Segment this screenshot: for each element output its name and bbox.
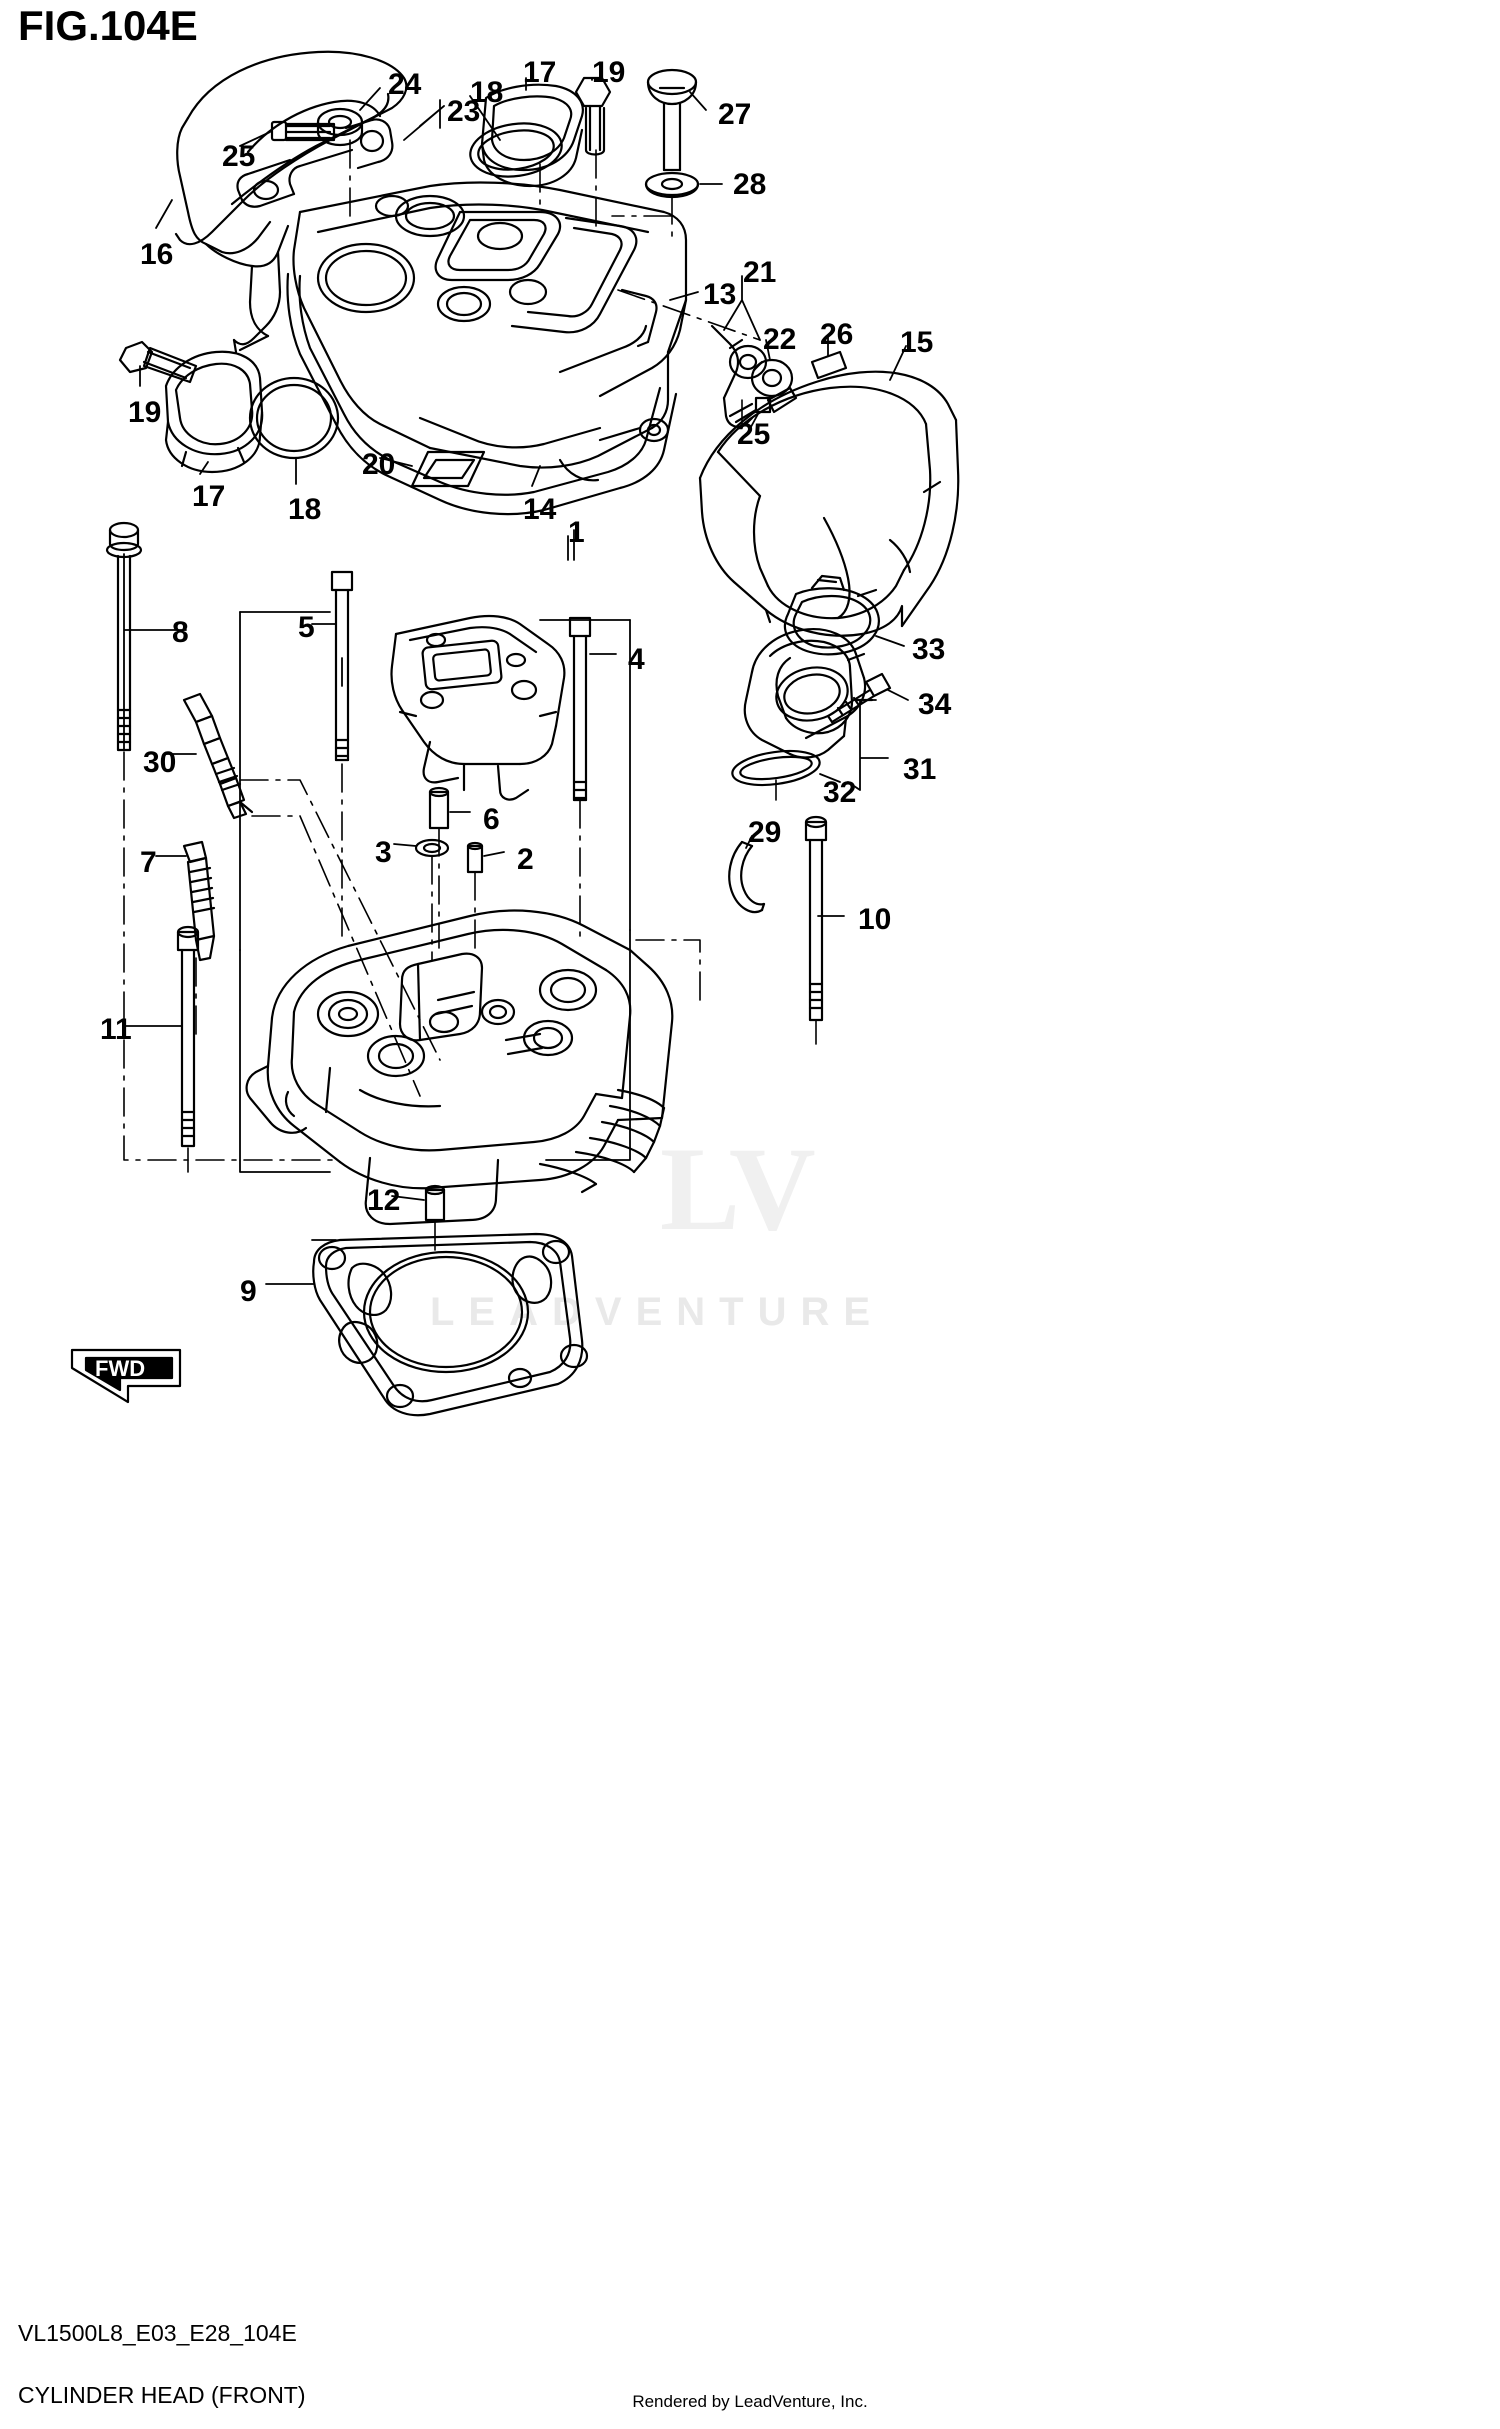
callout-number: 5 (298, 611, 315, 644)
figure-title: FIG.104E (18, 2, 198, 49)
part-5-bolt (330, 570, 354, 762)
callout-number: 30 (143, 746, 177, 779)
callout-number: 23 (447, 95, 481, 128)
part-2-pin (466, 841, 484, 874)
part-18-oring-left (248, 376, 340, 460)
part-28-washer (644, 171, 700, 199)
part-1-cam-housing (390, 614, 566, 801)
callout-number: 28 (733, 168, 767, 201)
part-4-bolt (568, 616, 592, 802)
fwd-label: FWD (95, 1356, 146, 1381)
part-11-bolt (176, 925, 200, 1148)
callout-number: 17 (192, 480, 226, 513)
callout-number: 20 (362, 448, 396, 481)
callout-number: 18 (470, 76, 504, 109)
part-10-bolt (804, 815, 828, 1022)
callout-number: 18 (288, 493, 322, 526)
part-12-dowel (424, 1184, 446, 1222)
callout-number: 26 (820, 318, 854, 351)
part-3-oring (414, 838, 450, 858)
callout-number: 17 (523, 56, 557, 89)
callout-number: 4 (628, 643, 645, 676)
callout-number: 29 (748, 816, 782, 849)
part-19-bolt-top (574, 76, 612, 156)
part-19-bolt-left (118, 340, 198, 384)
part-15-cover-right (698, 370, 960, 637)
part-18-oring-top (469, 122, 563, 178)
callout-number: 10 (858, 903, 892, 936)
part-24-grommet (316, 107, 364, 147)
callout-number: 34 (918, 688, 952, 721)
callout-number: 7 (140, 846, 157, 879)
part-25-bolt-right (728, 386, 798, 424)
footer-figure-name: CYLINDER HEAD (FRONT) (18, 2382, 306, 2408)
callout-number: 15 (900, 326, 934, 359)
part-6-dowel (428, 786, 450, 830)
part-25-bolt-left (270, 120, 336, 142)
callout-number: 25 (737, 418, 771, 451)
callout-number: 3 (375, 836, 392, 869)
callout-number: 2 (517, 843, 534, 876)
callout-number: 12 (367, 1184, 401, 1217)
callout-number: 13 (703, 278, 737, 311)
footer-figure-code: VL1500L8_E03_E28_104E (18, 2320, 297, 2346)
part-29-clip (728, 840, 766, 914)
callout-number: 8 (172, 616, 189, 649)
part-33-clamp (783, 574, 880, 656)
part-7-guide (182, 840, 216, 962)
callout-number: 19 (592, 56, 626, 89)
callout-number: 11 (100, 1013, 132, 1046)
part-31-intake-pipe (731, 628, 874, 787)
part-34-screw (826, 672, 892, 724)
callout-number: 31 (903, 753, 937, 786)
part-27-screw (646, 68, 698, 172)
callout-number: 27 (718, 98, 752, 131)
part-26-pad (810, 350, 848, 380)
callout-number: 21 (743, 256, 777, 289)
callout-number: 19 (128, 396, 162, 429)
part-16-cover (174, 50, 408, 354)
part-23-bracket (236, 118, 394, 208)
callout-number: 1 (568, 516, 585, 549)
part-8-stud (105, 521, 143, 752)
part-13-head-cover (292, 181, 688, 469)
watermark-text: LEADVENTURE (430, 1290, 885, 1334)
callout-number: 6 (483, 803, 500, 836)
callout-number: 33 (912, 633, 946, 666)
part-9-cylinder-head-body (245, 909, 674, 1226)
leader-lines (123, 77, 909, 1285)
callout-number: 16 (140, 238, 174, 271)
part-14-cover-gasket (286, 272, 678, 516)
callout-number: 32 (823, 776, 857, 809)
part-30-spark-plug (182, 692, 254, 820)
callout-number: 24 (388, 68, 422, 101)
footer-credit: Rendered by LeadVenture, Inc. (632, 2392, 868, 2411)
part-17-breather-cover-left (164, 350, 264, 474)
callout-number: 9 (240, 1275, 257, 1308)
callout-number: 22 (763, 323, 797, 356)
callout-number: 14 (523, 493, 557, 526)
part-20-small-gasket (410, 450, 486, 488)
watermark-logo: LV (660, 1122, 816, 1255)
callout-number: 25 (222, 140, 256, 173)
